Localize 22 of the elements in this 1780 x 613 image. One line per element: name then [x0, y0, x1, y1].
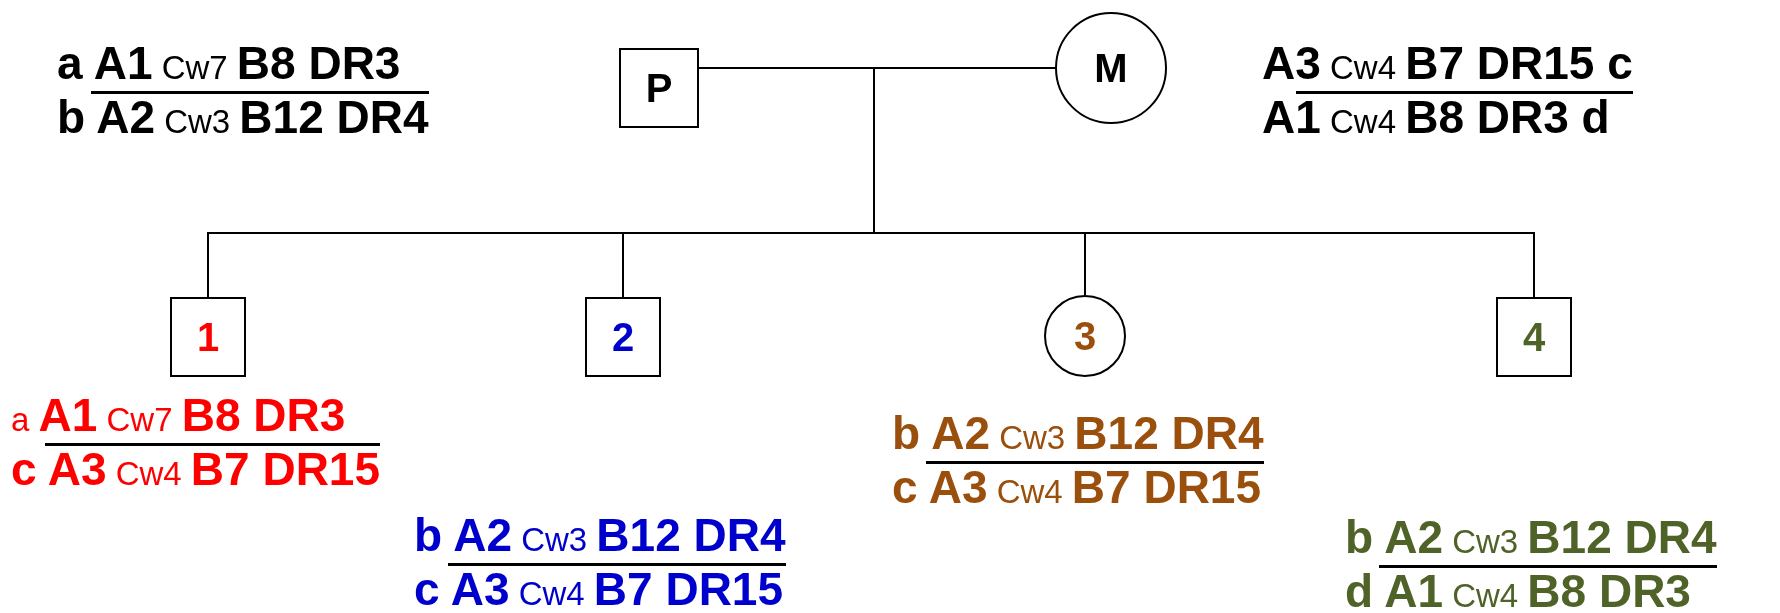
person-label: 1 [196, 314, 220, 360]
haplotype-text: a A1 Cw7 B8 DR3 [57, 40, 401, 91]
haplotype-text: A1 Cw4 B8 DR3 d [1262, 94, 1610, 145]
person-label: 2 [611, 314, 635, 360]
haplotype-text: A3 Cw4 B7 DR15 c [1262, 40, 1633, 91]
haplotype-text: a A1 Cw7 B8 DR3 [11, 392, 346, 443]
male-square [619, 48, 699, 128]
person-label: 4 [1522, 314, 1546, 360]
haplotype-text: c A3 Cw4 B7 DR15 [414, 566, 784, 613]
person-label: 3 [1073, 313, 1097, 359]
haplotype-text: c A3 Cw4 B7 DR15 [892, 464, 1262, 515]
male-square [1496, 297, 1572, 377]
person-label: P [645, 65, 673, 111]
haplotype-text: b A2 Cw3 B12 DR4 [414, 512, 786, 563]
haplotype-text: b A2 Cw3 B12 DR4 [892, 410, 1264, 461]
haplotype-text: b A2 Cw3 B12 DR4 [57, 94, 429, 145]
person-label: M [1094, 45, 1128, 91]
male-square [170, 297, 246, 377]
haplotype-text: b A2 Cw3 B12 DR4 [1345, 514, 1717, 565]
haplotype-text: c A3 Cw4 B7 DR15 [11, 446, 381, 497]
male-square [585, 297, 661, 377]
haplotype-text: d A1 Cw4 B8 DR3 [1345, 568, 1691, 613]
